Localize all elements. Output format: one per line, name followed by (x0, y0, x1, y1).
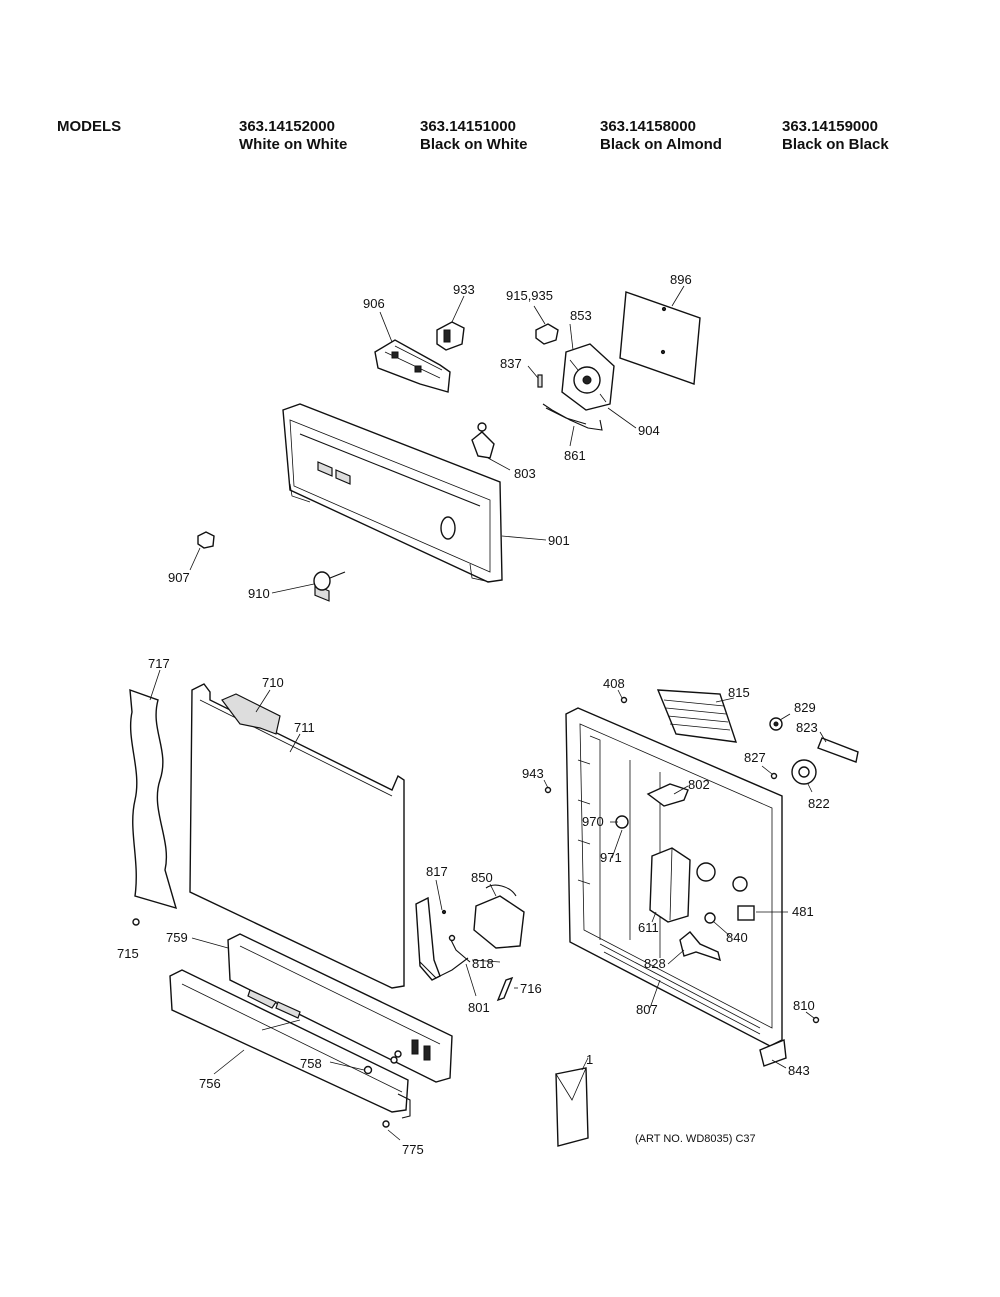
part-715-screw (132, 918, 140, 926)
part-828-lever (679, 931, 721, 962)
model-color: Black on Black (782, 136, 889, 153)
label-817: 817 (426, 864, 448, 879)
label-906: 906 (363, 296, 385, 311)
label-801: 801 (468, 1000, 490, 1015)
label-823: 823 (796, 720, 818, 735)
label-915-935: 915,935 (506, 288, 553, 303)
part-829-bushing (769, 717, 783, 731)
part-481-bracket (696, 862, 755, 921)
part-817-hinge-bracket (415, 896, 469, 981)
part-827-screw (770, 772, 778, 780)
part-906-bracket (374, 339, 451, 393)
label-829: 829 (794, 700, 816, 715)
label-481: 481 (792, 904, 814, 919)
model-column: 363.14159000 Black on Black (782, 118, 889, 154)
label-715: 715 (117, 946, 139, 961)
label-828: 828 (644, 956, 666, 971)
part-850-cover (473, 884, 525, 949)
label-943: 943 (522, 766, 544, 781)
part-labels: 906 933 915,935 853 896 837 904 861 803 … (117, 272, 830, 1157)
part-822-dial (791, 759, 817, 785)
label-611: 611 (638, 920, 659, 935)
part-943-screw (544, 786, 552, 794)
label-827: 827 (744, 750, 766, 765)
label-837: 837 (500, 356, 522, 371)
label-711: 711 (294, 720, 315, 735)
label-853: 853 (570, 308, 592, 323)
part-716-pin (496, 976, 514, 1002)
part-840-ring (704, 912, 716, 924)
label-810: 810 (793, 998, 815, 1013)
leader-lines (149, 285, 827, 1141)
label-971: 971 (600, 850, 622, 865)
label-907: 907 (168, 570, 190, 585)
part-810-screw (812, 1016, 820, 1024)
part-815-vent (656, 689, 738, 743)
part-756-kickplate (169, 969, 411, 1119)
label-850: 850 (471, 870, 493, 885)
model-number: 363.14152000 (239, 118, 335, 135)
part-843-hinge (759, 1038, 787, 1067)
label-822: 822 (808, 796, 830, 811)
part-904-timer (561, 343, 615, 411)
model-number: 363.14151000 (420, 118, 516, 135)
label-904: 904 (638, 423, 660, 438)
part-915-935-block (535, 323, 559, 345)
model-color: Black on Almond (600, 136, 722, 153)
part-933-switch (436, 321, 465, 351)
part-896-plate (619, 291, 701, 385)
part-907-knob (197, 531, 215, 549)
model-color: Black on White (420, 136, 528, 153)
label-933: 933 (453, 282, 475, 297)
part-861-bracket (542, 403, 603, 431)
model-column: 363.14151000 Black on White (420, 118, 528, 154)
part-823-shaft (817, 737, 859, 763)
label-803: 803 (514, 466, 536, 481)
models-heading: MODELS (57, 118, 122, 135)
label-896: 896 (670, 272, 692, 287)
part-759-bracket (227, 933, 453, 1083)
part-901-console (282, 403, 503, 602)
model-color: White on White (239, 136, 348, 153)
label-1: 1 (586, 1052, 593, 1067)
part-803-switch (471, 422, 495, 459)
part-818-link (448, 934, 471, 963)
art-number: (ART NO. WD8035) C37 (635, 1133, 756, 1145)
part-910-knob (313, 571, 346, 591)
label-910: 910 (248, 586, 270, 601)
label-901: 901 (548, 533, 570, 548)
part-408-screw (620, 696, 628, 704)
label-775: 775 (402, 1142, 424, 1157)
label-717: 717 (148, 656, 170, 671)
part-611-module (649, 847, 691, 923)
label-818: 818 (472, 956, 494, 971)
part-837-pin (537, 374, 543, 388)
label-861: 861 (564, 448, 586, 463)
part-758-screws (363, 1050, 402, 1075)
label-716: 716 (520, 981, 542, 996)
part-711-door-panel (189, 683, 405, 989)
model-number: 363.14159000 (782, 118, 878, 135)
label-710: 710 (262, 675, 284, 690)
label-802: 802 (688, 777, 710, 792)
part-802-latch (646, 783, 689, 807)
label-756: 756 (199, 1076, 221, 1091)
label-843: 843 (788, 1063, 810, 1078)
label-815: 815 (728, 685, 750, 700)
label-970: 970 (582, 814, 604, 829)
part-717-panel (129, 688, 178, 910)
models-label: MODELS (57, 118, 121, 136)
label-807: 807 (636, 1002, 658, 1017)
label-408: 408 (603, 676, 625, 691)
part-1-literature-packet (555, 1067, 589, 1147)
label-840: 840 (726, 930, 748, 945)
model-column: 363.14158000 Black on Almond (600, 118, 722, 154)
label-758: 758 (300, 1056, 322, 1071)
label-759: 759 (166, 930, 188, 945)
model-column: 363.14152000 White on White (239, 118, 347, 154)
model-number: 363.14158000 (600, 118, 696, 135)
part-775-screw (382, 1120, 390, 1128)
